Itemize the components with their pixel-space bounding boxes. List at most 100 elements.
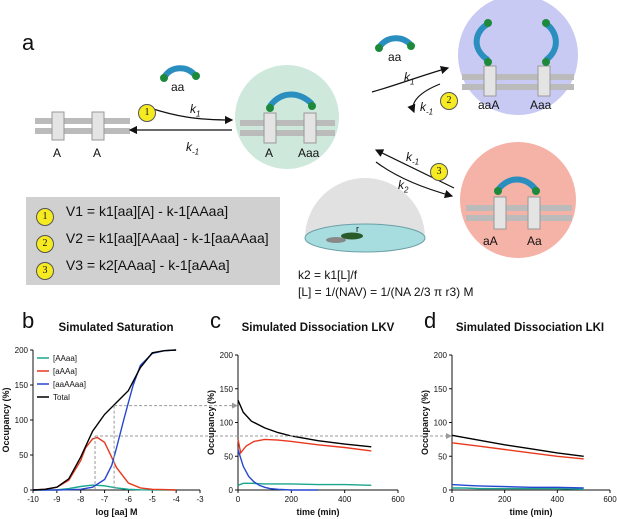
label-aA: aA: [483, 234, 498, 248]
x-tick-label-b: -10: [27, 495, 39, 504]
series-line-c-aaaaaa: [237, 449, 318, 491]
guide-arrow-lower: [446, 433, 452, 439]
x-tick-label-c: 400: [338, 495, 352, 504]
label-Aaa-mid: Aaa: [298, 146, 320, 160]
panel-a-diagram: [35, 0, 578, 258]
x-tick-label-d: 400: [551, 495, 565, 504]
equation-box: 1 V1 = k1[aa][A] - k-1[AAaa] 2 V2 = k1[a…: [26, 197, 280, 285]
y-tick-label-d: 200: [434, 351, 448, 360]
membrane-green: [240, 91, 335, 144]
y-tick-label-b: 50: [19, 451, 28, 460]
series-line-b-total: [32, 349, 177, 491]
dome-base: [304, 223, 426, 253]
panel-letter-c: c: [210, 308, 221, 333]
dome-r-label: r: [356, 224, 359, 234]
x-tick-label-c: 0: [236, 495, 241, 504]
chart-title-b: Simulated Saturation: [58, 322, 173, 334]
free-ligand-right: [375, 35, 415, 52]
x-tick-label-b: -6: [125, 495, 133, 504]
eq-badge-3: 3: [36, 262, 54, 280]
series-line-c-aaaa: [237, 438, 372, 455]
rate-km1-right: k-1: [420, 100, 434, 117]
label-Aa: Aa: [527, 234, 542, 248]
y-tick-label-c: 0: [229, 486, 234, 495]
series-line-d-total: [451, 434, 584, 457]
formula-k2: k2 = k1[L]/f: [298, 268, 358, 282]
x-tick-label-b: -8: [77, 495, 85, 504]
panel-letter-b: b: [22, 308, 35, 333]
y-tick-label-d: 150: [434, 385, 448, 394]
series-line-b-aaaa: [32, 436, 177, 491]
dome-spot-1: [326, 237, 346, 243]
series-line-b-aaaa: [32, 484, 177, 491]
x-tick-label-c: 200: [285, 495, 299, 504]
formula-L: [L] = 1/(NAV) = 1/(NA 2/3 π r3) M: [298, 285, 474, 299]
y-tick-label-c: 150: [220, 385, 234, 394]
y-axis-label-d: Occupancy (%): [420, 390, 430, 455]
y-tick-label-b: 150: [15, 381, 29, 390]
legend-label-3: Total: [53, 393, 70, 402]
equation-row-3: 3 V3 = k2[AAaa] - k-1[aAAa]: [36, 257, 230, 280]
equation-3: V3 = k2[AAaa] - k-1[aAAa]: [65, 257, 230, 273]
dome-icon: [305, 178, 425, 238]
red-state-circle: [460, 142, 576, 258]
series-line-c-aaaa: [237, 482, 372, 486]
membrane-blue: [462, 19, 574, 97]
label-aaA: aaA: [478, 98, 500, 112]
label-aa-right: aa: [388, 50, 402, 64]
y-axis-label-b: Occupancy (%): [1, 387, 11, 452]
x-tick-label-d: 0: [450, 495, 455, 504]
equation-1: V1 = k1[aa][A] - k-1[AAaa]: [65, 203, 229, 219]
y-tick-label-b: 0: [24, 486, 29, 495]
arrow-km1-right: [407, 83, 441, 114]
legend-label-2: [aaAAaa]: [53, 380, 86, 389]
label-A-left-2: A: [93, 146, 102, 160]
legend-label-0: [AAaa]: [53, 354, 77, 363]
x-axis-label-d: time (min): [509, 507, 552, 517]
label-A-mid: A: [265, 146, 274, 160]
eq-badge-2: 2: [36, 235, 54, 253]
dome-spot-2: [341, 232, 363, 240]
rate-k2-low: k2: [398, 178, 409, 195]
rate-k1-left: k1: [190, 102, 201, 119]
y-tick-label-d: 0: [443, 486, 448, 495]
membrane-left: [35, 111, 130, 141]
chart-title-c: Simulated Dissociation LKV: [242, 322, 395, 334]
free-ligand-top: [160, 65, 200, 82]
arrow-k1-left: [149, 107, 234, 125]
x-axis-label-b: log [aa] M: [96, 507, 138, 517]
badge-1-reaction: 1: [138, 104, 156, 122]
x-tick-label-d: 200: [498, 495, 512, 504]
series-line-d-aaaa: [451, 442, 584, 460]
series-line-d-aaaaaa: [451, 483, 584, 489]
equation-2: V2 = k1[aa][AAaa] - k-1[aaAAaa]: [65, 230, 269, 246]
x-axis-label-c: time (min): [296, 507, 339, 517]
x-tick-label-d: 600: [603, 495, 617, 504]
y-tick-label-d: 100: [434, 419, 448, 428]
legend-label-1: [aAAa]: [53, 367, 77, 376]
y-tick-label-c: 100: [220, 419, 234, 428]
y-tick-label-c: 50: [224, 452, 233, 461]
x-tick-label-c: 600: [391, 495, 405, 504]
arrow-k2-low: [375, 161, 454, 199]
panel-letter-d: d: [424, 308, 437, 333]
series-line-c-total: [237, 399, 372, 448]
badge-3-reaction: 3: [430, 163, 448, 181]
guide-arrow-upper: [232, 402, 238, 409]
arrow-k1-right: [371, 65, 450, 93]
eq-badge-1: 1: [36, 208, 54, 226]
y-tick-label-d: 50: [438, 452, 447, 461]
y-tick-label-b: 100: [15, 416, 29, 425]
panel-letter-a: a: [22, 30, 35, 55]
chart-b: Simulated Saturation050100150200-10-9-8-…: [1, 322, 204, 517]
x-tick-label-b: -4: [173, 495, 181, 504]
rate-km1-low: k-1: [406, 150, 420, 167]
equation-row-1: 1 V1 = k1[aa][A] - k-1[AAaa]: [36, 203, 229, 226]
rate-km1-left: k-1: [186, 140, 200, 157]
y-axis-label-c: Occupancy (%): [206, 390, 216, 455]
membrane-red: [466, 176, 572, 230]
series-line-d-aaaa: [452, 487, 584, 490]
x-tick-label-b: -9: [53, 495, 61, 504]
